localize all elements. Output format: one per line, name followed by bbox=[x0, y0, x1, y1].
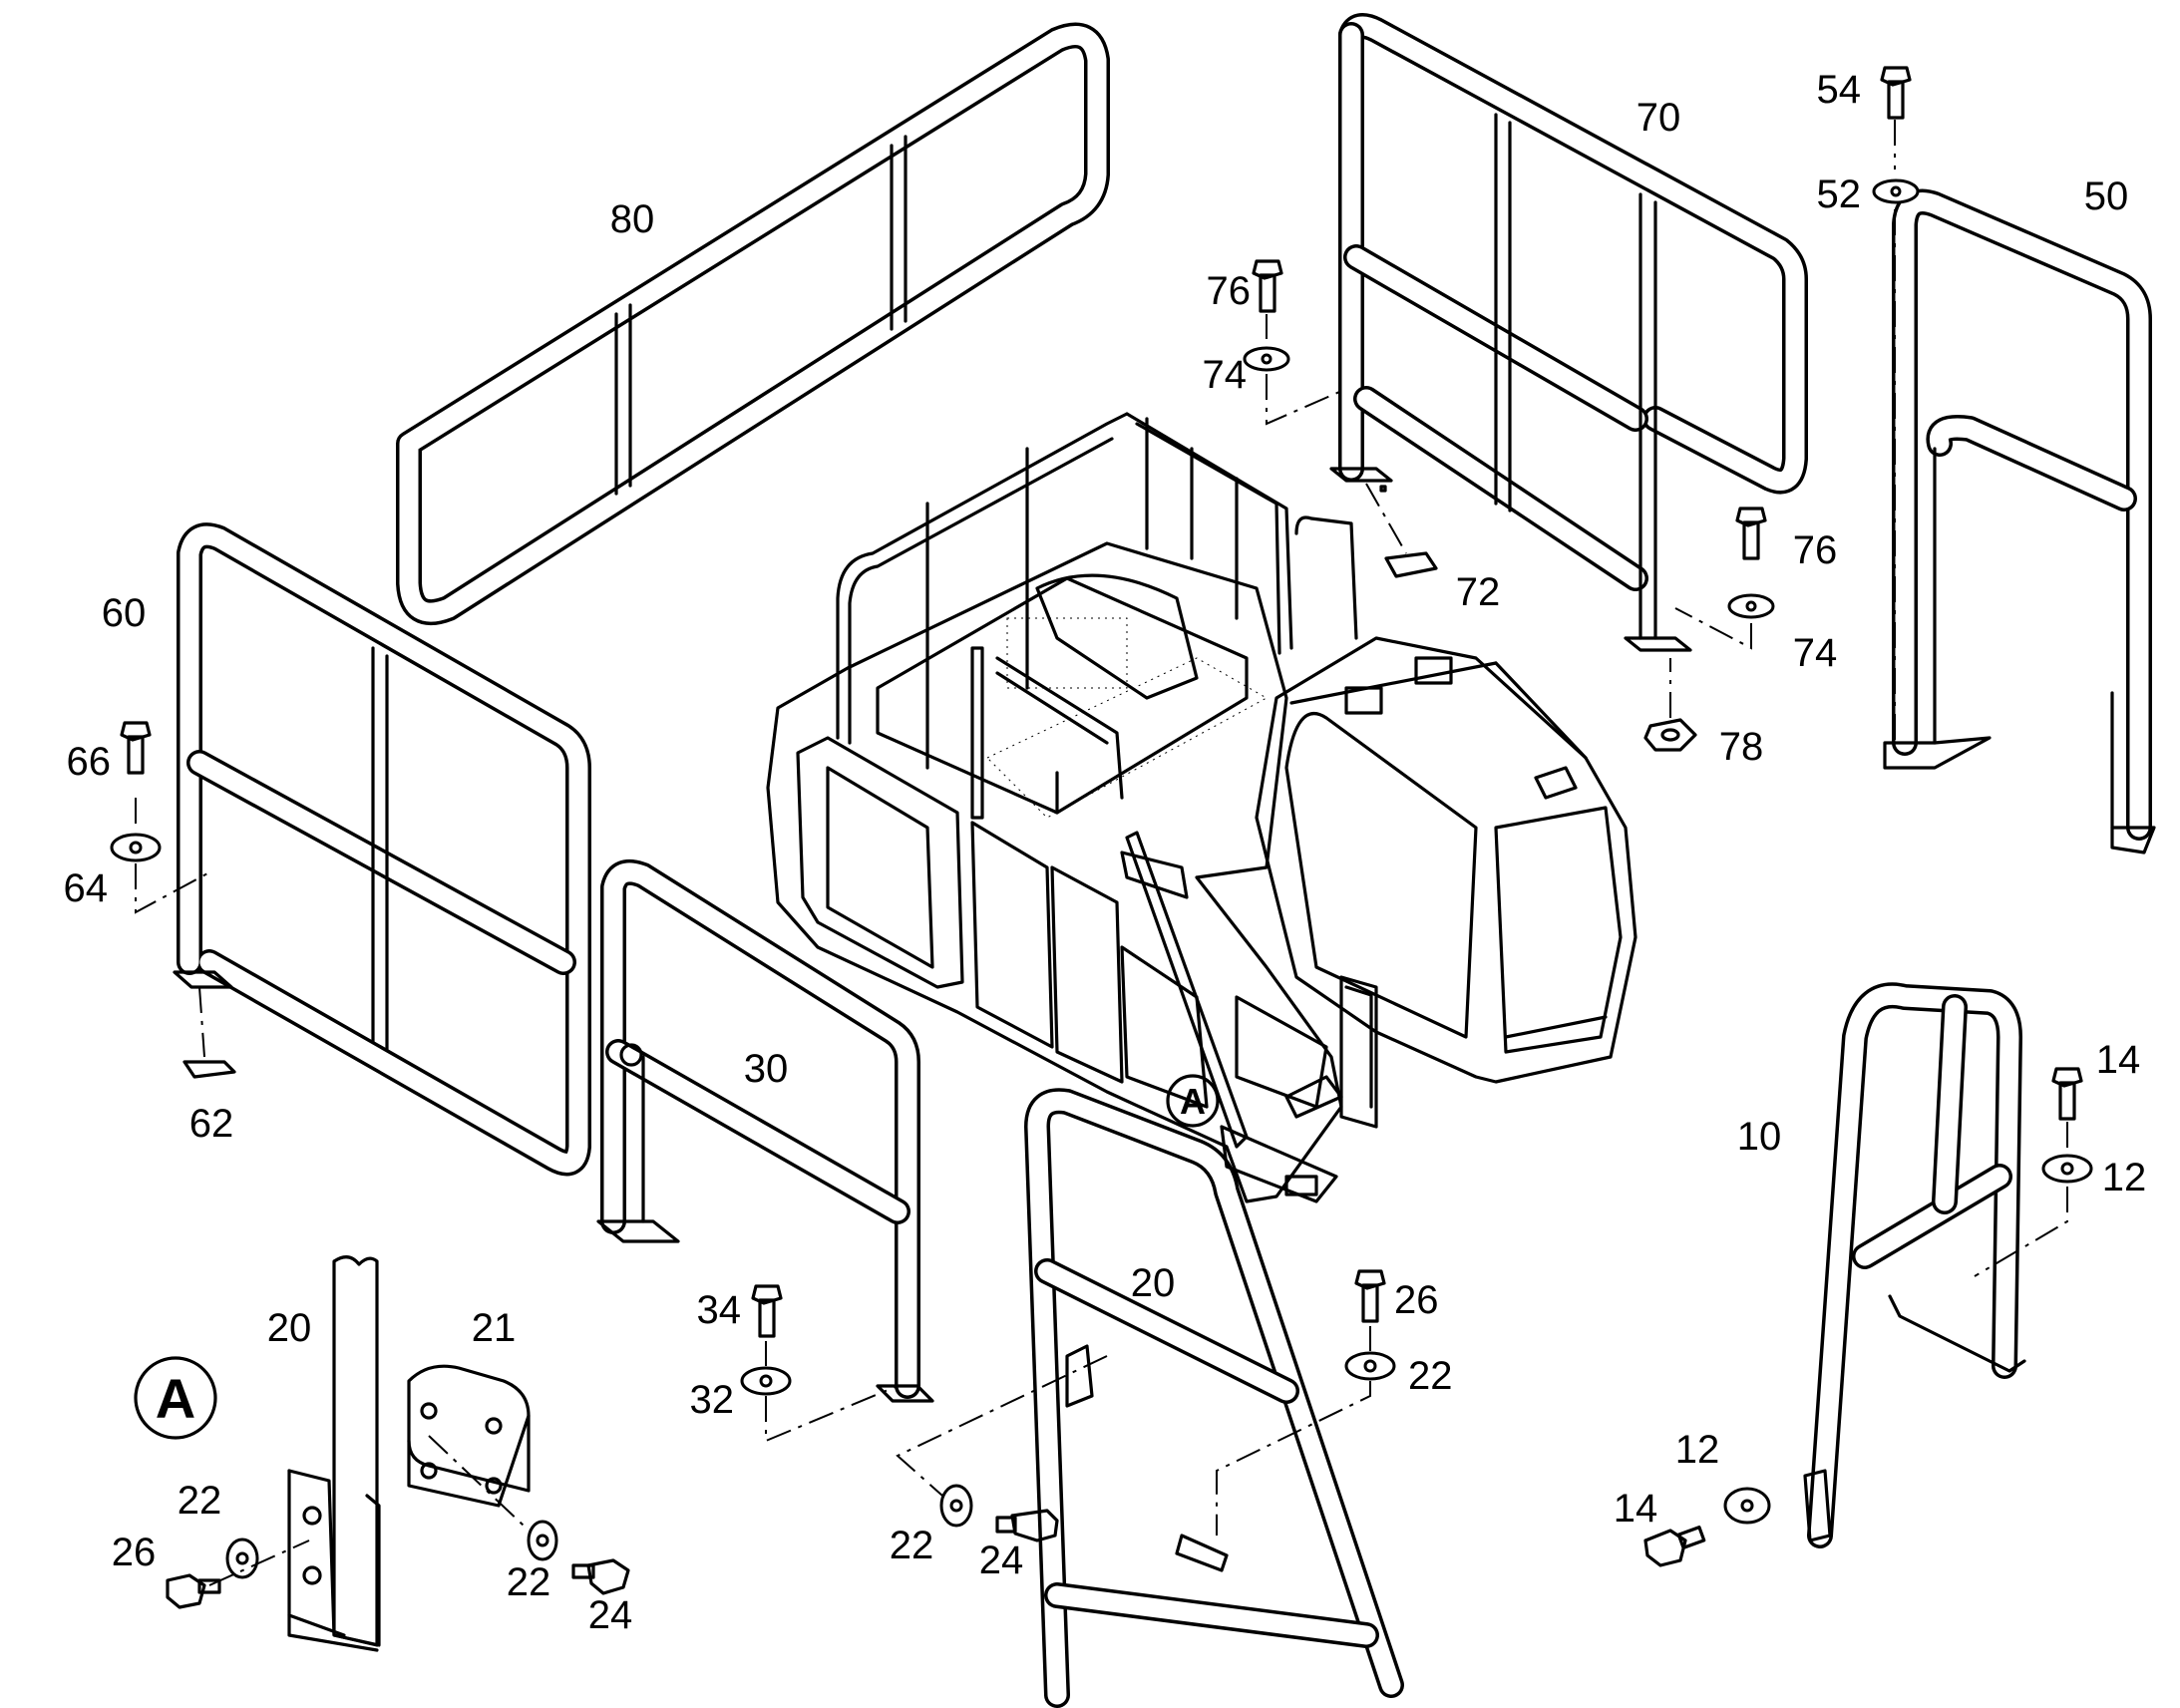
bolt-26-front bbox=[1354, 1269, 1386, 1323]
bracket-72 bbox=[1384, 551, 1438, 578]
callout-14-upper: 14 bbox=[2096, 1038, 2141, 1082]
bolt-76-lower bbox=[1735, 507, 1767, 560]
callout-24-center: 24 bbox=[979, 1538, 1024, 1582]
callout-66: 66 bbox=[67, 740, 112, 784]
bolt-66 bbox=[120, 721, 152, 775]
handrail-30 bbox=[596, 859, 934, 1403]
callout-10: 10 bbox=[1737, 1115, 1782, 1159]
callout-52: 52 bbox=[1817, 172, 1862, 216]
callout-74-lower: 74 bbox=[1793, 631, 1838, 675]
handrail-60 bbox=[173, 522, 591, 1177]
callout-24-detail: 24 bbox=[588, 1593, 633, 1637]
washer-74-upper-hole bbox=[1261, 353, 1272, 365]
leader-12-upper bbox=[1974, 1122, 2068, 1277]
detail-view-a: A bbox=[134, 1255, 630, 1652]
callout-76-upper: 76 bbox=[1207, 269, 1252, 313]
handrail-70 bbox=[1329, 13, 1808, 652]
view-marker-main-text: A bbox=[1180, 1081, 1206, 1122]
washer-32-hole bbox=[759, 1374, 773, 1388]
callout-22-center: 22 bbox=[890, 1524, 934, 1567]
bolt-14-upper bbox=[2051, 1067, 2083, 1121]
washer-22-center-hole bbox=[949, 1499, 963, 1513]
washer-12-lower-hole bbox=[1740, 1499, 1754, 1513]
handrail-50 bbox=[1883, 188, 2156, 854]
washer-22-front-hole bbox=[1363, 1359, 1377, 1373]
callout-64: 64 bbox=[64, 866, 109, 910]
callout-76-lower: 76 bbox=[1793, 528, 1838, 572]
leader-32 bbox=[765, 1341, 899, 1443]
callout-26-front: 26 bbox=[1394, 1278, 1439, 1322]
callout-32: 32 bbox=[690, 1378, 735, 1422]
bolt-34 bbox=[751, 1284, 783, 1338]
handrail-20 bbox=[1024, 1088, 1404, 1708]
handrail-10 bbox=[1803, 982, 2026, 1548]
leader-74-upper bbox=[1266, 314, 1347, 426]
leader-62 bbox=[198, 986, 205, 1058]
view-marker-on-machine: A bbox=[1166, 1074, 1220, 1128]
bolt-54 bbox=[1880, 66, 1912, 120]
bolt-76-upper bbox=[1252, 259, 1283, 313]
callout-20-detail: 20 bbox=[267, 1306, 312, 1350]
callout-20-front: 20 bbox=[1131, 1261, 1176, 1305]
leader-22-center bbox=[896, 1355, 1108, 1497]
callout-12-lower: 12 bbox=[1675, 1428, 1720, 1472]
callout-22-detail-left: 22 bbox=[178, 1479, 222, 1523]
callout-78: 78 bbox=[1719, 725, 1764, 769]
callout-22-detail-right: 22 bbox=[507, 1560, 551, 1604]
washer-74-lower-hole bbox=[1745, 600, 1757, 612]
leader-74-lower bbox=[1674, 607, 1752, 650]
bracket-62 bbox=[182, 1060, 236, 1079]
callout-34: 34 bbox=[697, 1288, 742, 1332]
handrail-80 bbox=[396, 22, 1110, 625]
bolt-24-center bbox=[995, 1509, 1059, 1542]
callout-22-front: 22 bbox=[1408, 1354, 1453, 1398]
callout-54: 54 bbox=[1817, 68, 1862, 112]
washer-12-upper-hole bbox=[2060, 1162, 2074, 1176]
callout-74-upper: 74 bbox=[1203, 353, 1248, 397]
leader-22-front bbox=[1216, 1326, 1371, 1536]
callout-72: 72 bbox=[1456, 570, 1501, 614]
callout-62: 62 bbox=[189, 1102, 234, 1146]
callout-70: 70 bbox=[1636, 96, 1681, 140]
callout-21: 21 bbox=[472, 1306, 517, 1350]
callout-60: 60 bbox=[102, 591, 147, 635]
bolt-14-lower bbox=[1643, 1526, 1706, 1567]
callout-30: 30 bbox=[744, 1047, 789, 1091]
washer-64-hole bbox=[129, 841, 143, 854]
leader-72 bbox=[1365, 483, 1407, 554]
nut-78 bbox=[1643, 718, 1697, 752]
callout-80: 80 bbox=[610, 197, 655, 241]
excavator-upper-structure bbox=[766, 412, 1637, 1203]
washer-52-hole bbox=[1890, 185, 1902, 197]
view-marker-detail-text: A bbox=[156, 1367, 195, 1430]
callout-26-detail: 26 bbox=[112, 1531, 157, 1574]
callout-50: 50 bbox=[2084, 174, 2129, 218]
leader-64 bbox=[135, 798, 210, 914]
callout-12-upper: 12 bbox=[2102, 1156, 2147, 1199]
callout-14-lower: 14 bbox=[1614, 1487, 1658, 1531]
